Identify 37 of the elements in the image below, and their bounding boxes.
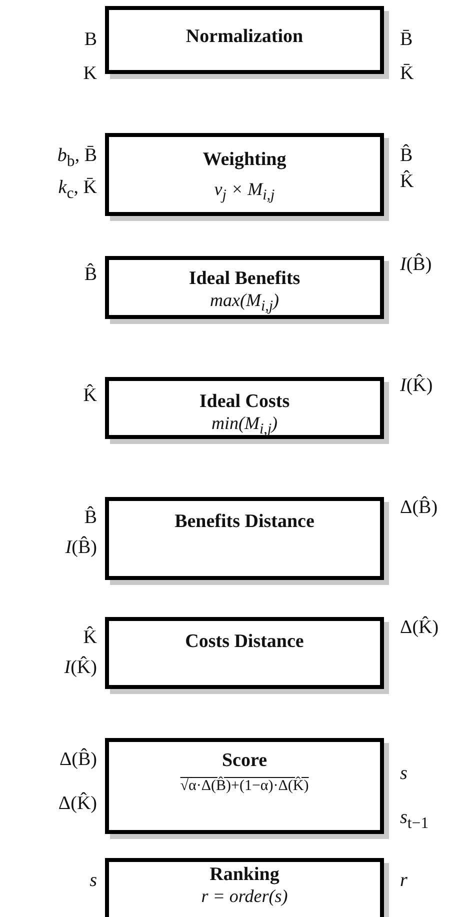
variable-label: B̂ bbox=[84, 505, 97, 530]
step-title: Costs Distance bbox=[185, 631, 304, 653]
formula: min(M$_{i,j}$) bbox=[211, 413, 278, 439]
formula: √α·Δ(B̂)+(1−α)·Δ(K̂) bbox=[180, 778, 309, 795]
variable-label: I(B̂) bbox=[400, 252, 432, 277]
variable-label: s bbox=[400, 762, 408, 786]
step-title: Normalization bbox=[186, 26, 304, 48]
variable-label: K̂ bbox=[83, 383, 97, 408]
variable-label: k$_{c}$, K̄ bbox=[58, 176, 97, 204]
variable-label: b$_{b}$, B̄ bbox=[57, 144, 97, 172]
step-title: Score bbox=[222, 750, 268, 772]
variable-label: B̂ bbox=[400, 143, 413, 168]
step-title: Ideal Costs bbox=[199, 391, 290, 413]
variable-label: I(K̂) bbox=[64, 655, 97, 680]
variable-label: B̄ bbox=[400, 28, 413, 52]
variable-label: Δ(K̂) bbox=[400, 615, 439, 640]
variable-label: Δ(K̂) bbox=[58, 791, 97, 816]
variable-label: I(B̂) bbox=[65, 535, 97, 560]
formula: r = order(s) bbox=[201, 886, 288, 907]
variable-label: K̂ bbox=[83, 625, 97, 650]
variable-label: B̂ bbox=[84, 262, 97, 287]
variable-label: Δ(B̂) bbox=[400, 495, 438, 520]
variable-label: K bbox=[83, 62, 97, 86]
formula: max(M$_{i,j}$) bbox=[210, 290, 280, 316]
variable-label: r bbox=[400, 869, 408, 893]
variable-label: Δ(B̂) bbox=[59, 747, 97, 772]
step-title: Benefits Distance bbox=[174, 511, 314, 533]
step-title: Ranking bbox=[210, 864, 280, 886]
formula: v$_{j}$ × M$_{i,j}$ bbox=[214, 179, 275, 205]
variable-label: K̂ bbox=[400, 169, 414, 194]
variable-label: B bbox=[84, 28, 97, 52]
variable-label: s$_{t−1}$ bbox=[400, 806, 429, 834]
variable-label: K̄ bbox=[400, 62, 414, 86]
variable-label: I(K̂) bbox=[400, 373, 433, 398]
variable-label: s bbox=[90, 869, 97, 893]
step-title: Ideal Benefits bbox=[188, 268, 300, 290]
step-title: Weighting bbox=[202, 149, 286, 171]
